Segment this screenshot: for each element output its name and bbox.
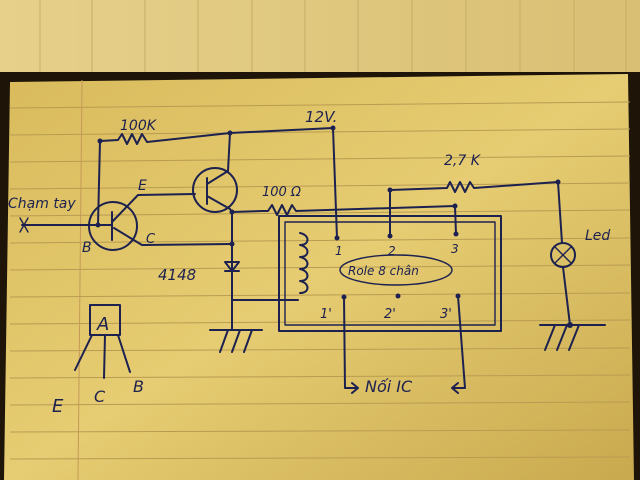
top-page — [0, 0, 640, 72]
r3-label: 2,7 K — [444, 153, 482, 169]
r1-label: 100K — [120, 118, 158, 134]
supply-label: 12V. — [305, 108, 337, 126]
pin1-label: 1 — [335, 244, 343, 258]
pin1p-label: 1' — [320, 307, 332, 322]
main-page — [4, 74, 634, 480]
q1-emitter-label: E — [138, 178, 147, 194]
top-page-rules — [39, 0, 627, 72]
relay-label-outline — [339, 254, 453, 286]
ic-label: Nối IC — [365, 377, 413, 396]
led-label: Led — [585, 228, 610, 244]
pinout-name: A — [96, 314, 109, 335]
pinout-b-label: B — [133, 377, 144, 396]
diode-label: 4148 — [158, 266, 196, 284]
page-rules — [9, 79, 631, 480]
q1-base-label: B — [82, 240, 92, 256]
pin2-label: 2 — [388, 244, 396, 258]
q1-collector-label: C — [146, 232, 156, 247]
pinout-c-label: C — [94, 387, 106, 406]
relay-label: Role 8 chân — [348, 264, 419, 278]
pin3-label: 3 — [451, 242, 459, 256]
transistor-q2 — [192, 167, 238, 213]
pinout-e-label: E — [52, 396, 64, 417]
pin3p-label: 3' — [440, 307, 452, 322]
pin2p-label: 2' — [384, 307, 396, 322]
diode-4148 — [224, 261, 240, 272]
schematic-labels: Chạm tay 100K 12V. E B C 100 Ω 2,7 K 414… — [8, 108, 610, 417]
schematic-wires — [19, 125, 606, 394]
r2-label: 100 Ω — [262, 185, 301, 200]
touch-label: Chạm tay — [8, 196, 76, 212]
